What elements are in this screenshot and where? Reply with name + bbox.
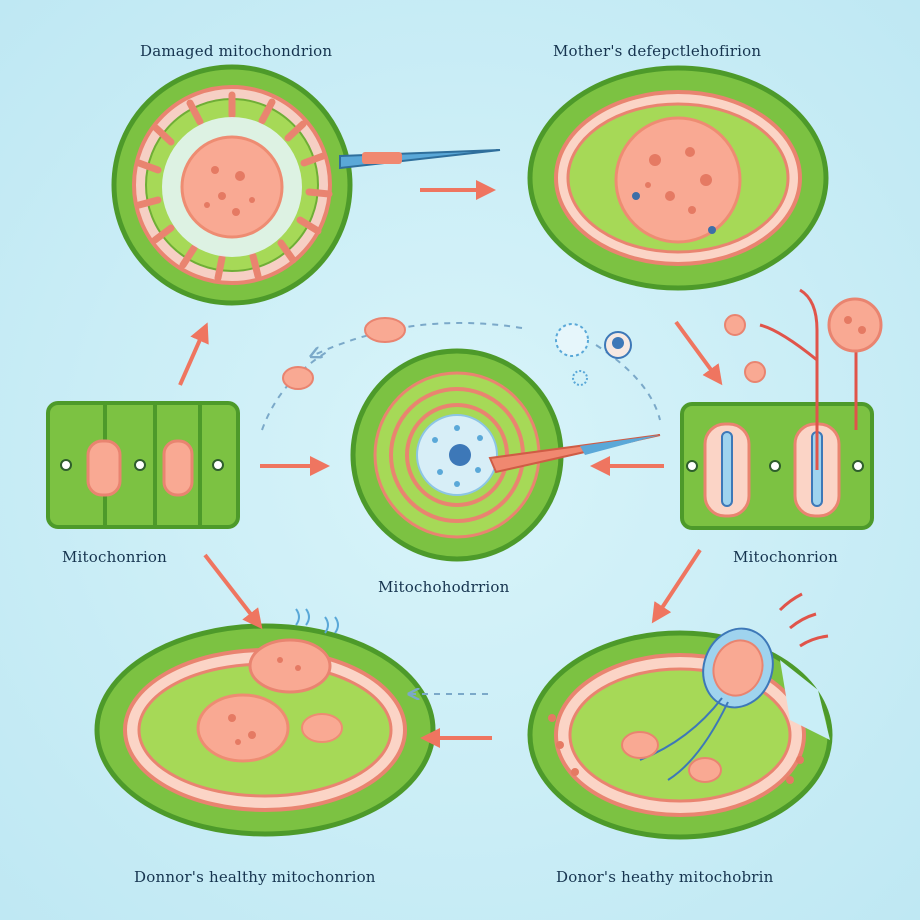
label-mitochondrion-left: Mitochonrion bbox=[62, 548, 168, 566]
floating-particles bbox=[282, 317, 632, 390]
label-mitochondrion-right: Mitochonrion bbox=[733, 548, 839, 566]
mitochondrion-right bbox=[680, 288, 883, 530]
donor-mitochondrion-left bbox=[94, 608, 436, 837]
mitochondrion-left bbox=[46, 401, 240, 529]
donor-mitochondrion-right bbox=[527, 592, 833, 840]
mother-mitochondrion bbox=[527, 65, 829, 291]
damaged-mitochondrion bbox=[111, 64, 501, 306]
label-mother-mitochondrion: Mother's defepctlehofirion bbox=[553, 42, 762, 60]
label-donor-right: Donor's heathy mitochobrin bbox=[556, 868, 774, 886]
label-damaged-mitochondrion: Damaged mitochondrion bbox=[140, 42, 333, 60]
center-mitochondrion bbox=[350, 348, 661, 562]
label-center-mitochondrion: Mitochohodrrion bbox=[378, 578, 510, 596]
label-donor-left: Donnor's healthy mitochonrion bbox=[134, 868, 376, 886]
arrows bbox=[178, 180, 723, 748]
